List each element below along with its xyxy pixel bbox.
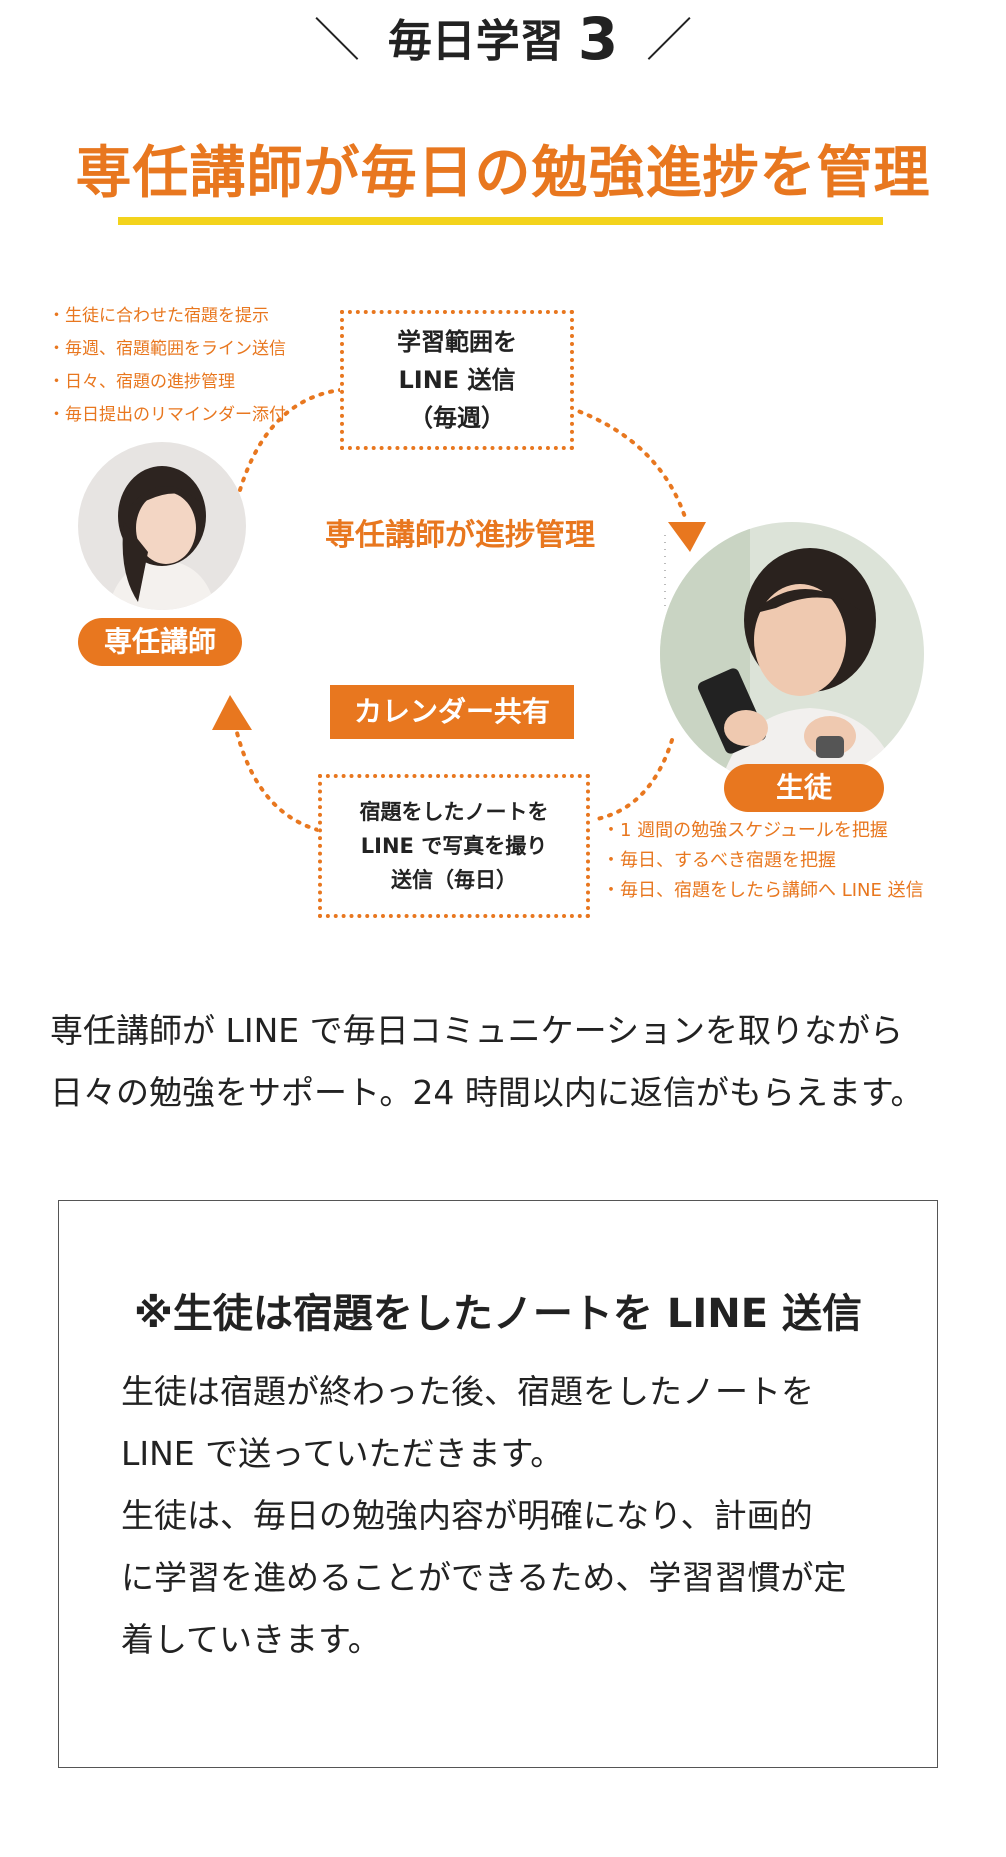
note-body: 生徒は宿題が終わった後、宿題をしたノートを LINE で送っていただきます。 生… bbox=[121, 1361, 881, 1671]
page-title: 専任講師が毎日の勉強進捗を管理 bbox=[75, 141, 931, 206]
arrow-path-student-to-daily bbox=[590, 738, 674, 822]
student-points-list: 1 週間の勉強スケジュールを把握 毎日、するべき宿題を把握 毎日、宿題をしたら講… bbox=[602, 816, 924, 906]
description-text: 専任講師が LINE で毎日コミュニケーションを取りながら 日々の勉強をサポート… bbox=[50, 1000, 956, 1124]
list-item: 毎日、宿題をしたら講師へ LINE 送信 bbox=[602, 876, 924, 906]
arrowhead-student-icon bbox=[668, 522, 706, 552]
description-line: 専任講師が LINE で毎日コミュニケーションを取りながら bbox=[50, 1011, 903, 1050]
daily-send-box: 宿題をしたノートを LINE で写真を撮り 送信（毎日） bbox=[318, 774, 590, 918]
weekly-box-line: （毎週） bbox=[409, 404, 505, 432]
arrowhead-teacher-icon bbox=[212, 695, 252, 730]
weekly-send-box: 学習範囲を LINE 送信 （毎週） bbox=[340, 310, 574, 450]
cycle-arrows bbox=[212, 388, 706, 832]
teacher-avatar bbox=[78, 442, 246, 610]
note-line: 生徒は、毎日の勉強内容が明確になり、計画的 bbox=[121, 1496, 813, 1535]
note-title: ※生徒は宿題をしたノートを LINE 送信 bbox=[134, 1291, 862, 1337]
section-kicker: ＼ 毎日学習 3 ／ bbox=[0, 4, 1006, 73]
kicker-left-slash: ＼ bbox=[313, 13, 360, 67]
kicker-number: 3 bbox=[577, 5, 619, 73]
title-underline bbox=[118, 217, 883, 225]
teacher-label-pill: 専任講師 bbox=[78, 618, 242, 666]
daily-box-line: LINE で写真を撮り bbox=[360, 834, 548, 858]
teacher-points-list: 生徒に合わせた宿題を提示 毎週、宿題範囲をライン送信 日々、宿題の進捗管理 毎日… bbox=[48, 300, 286, 432]
daily-box-line: 送信（毎日） bbox=[391, 868, 517, 892]
note-line: 生徒は宿題が終わった後、宿題をしたノートを bbox=[121, 1372, 814, 1411]
arrow-path-weekly-to-student bbox=[568, 406, 688, 522]
note-line: に学習を進めることができるため、学習習慣が定 bbox=[121, 1558, 847, 1597]
note-line: LINE で送っていただきます。 bbox=[121, 1434, 564, 1473]
student-label-pill: 生徒 bbox=[724, 764, 884, 812]
note-line: 着していきます。 bbox=[121, 1620, 381, 1659]
teacher-photo-icon bbox=[78, 442, 246, 610]
kicker-text: 毎日学習 bbox=[387, 16, 564, 67]
list-item: 毎日、するべき宿題を把握 bbox=[602, 846, 924, 876]
list-item: 日々、宿題の進捗管理 bbox=[48, 366, 286, 399]
daily-box-line: 宿題をしたノートを bbox=[359, 800, 549, 824]
note-box: ※生徒は宿題をしたノートを LINE 送信 生徒は宿題が終わった後、宿題をしたノ… bbox=[58, 1200, 938, 1768]
center-progress-label: 専任講師が進捗管理 bbox=[325, 518, 595, 553]
list-item: 毎日提出のリマインダー添付 bbox=[48, 399, 286, 432]
student-avatar bbox=[660, 522, 924, 786]
list-item: 1 週間の勉強スケジュールを把握 bbox=[602, 816, 924, 846]
list-item: 毎週、宿題範囲をライン送信 bbox=[48, 333, 286, 366]
student-photo-icon bbox=[660, 522, 924, 786]
arrow-path-daily-to-teacher bbox=[230, 708, 320, 832]
progress-cycle-diagram: 生徒に合わせた宿題を提示 毎週、宿題範囲をライン送信 日々、宿題の進捗管理 毎日… bbox=[0, 290, 1006, 940]
weekly-box-line: LINE 送信 bbox=[398, 366, 516, 394]
kicker-right-slash: ／ bbox=[646, 13, 693, 67]
list-item: 生徒に合わせた宿題を提示 bbox=[48, 300, 286, 333]
calendar-share-badge: カレンダー共有 bbox=[330, 685, 574, 739]
weekly-box-line: 学習範囲を bbox=[397, 328, 517, 356]
description-line: 日々の勉強をサポート。24 時間以内に返信がもらえます。 bbox=[50, 1073, 924, 1112]
